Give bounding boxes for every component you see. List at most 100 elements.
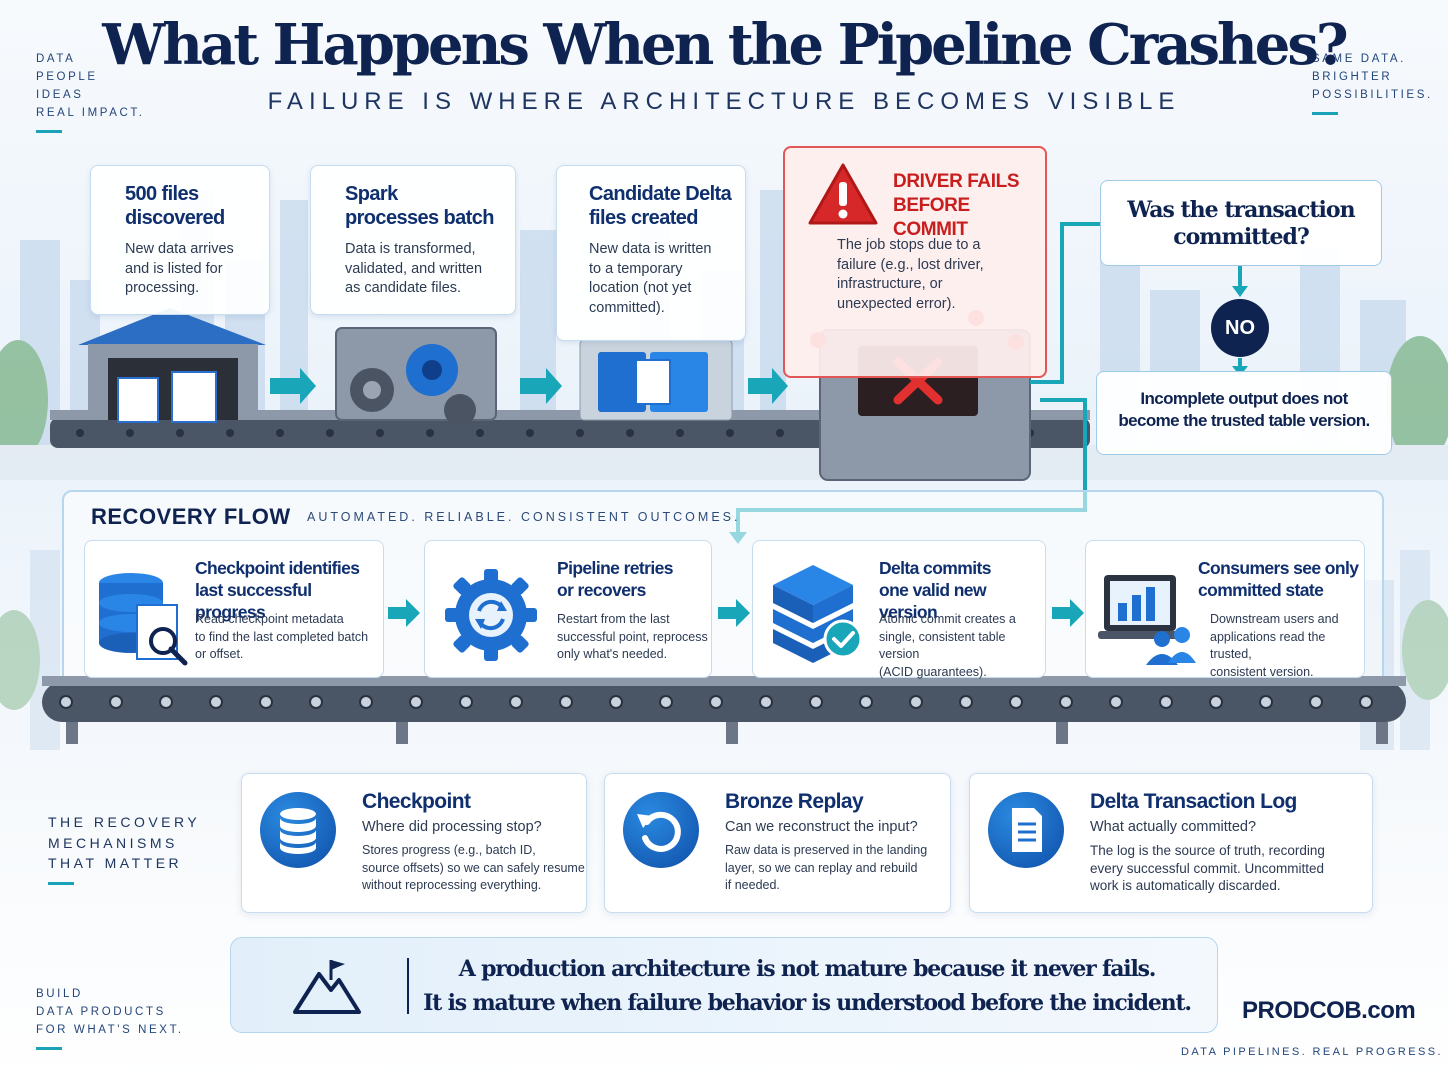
mechanism-title: Delta Transaction Log (1090, 790, 1297, 813)
step-title-line: discovered (125, 207, 225, 229)
recovery-step-title-line: one valid new version (879, 580, 987, 622)
mechanism-card-transaction-log: Delta Transaction Log What actually comm… (969, 773, 1373, 913)
corner-line: POSSIBILITIES. (1312, 89, 1433, 101)
replay-icon (623, 792, 699, 868)
step-title-line: files created (589, 207, 699, 229)
recovery-step-body-line: Read checkpoint metadata (195, 612, 344, 626)
recovery-step-body-line: Downstream users and (1210, 612, 1339, 626)
quote-line: A production architecture is not mature … (458, 956, 1157, 982)
database-icon (260, 792, 336, 868)
recovery-step-title-line: last successful progress (195, 580, 312, 622)
recovery-step-body-line: Restart from the last (557, 612, 670, 626)
mechanism-title: Checkpoint (362, 790, 471, 813)
question-line: Was the transaction (1127, 197, 1355, 223)
mechanisms-heading-line: MECHANISMS (48, 834, 178, 851)
corner-text-top-left: DATA PEOPLE IDEAS REAL IMPACT. (36, 50, 145, 133)
recovery-step-body-line: successful point, reprocess (557, 629, 708, 644)
corner-line: IDEAS (36, 89, 84, 101)
corner-line: PEOPLE (36, 71, 98, 83)
recovery-step-body-line: to find the last completed batch (195, 629, 369, 644)
failure-body-line: The job stops due to a (837, 237, 981, 253)
mechanism-body-line: without reprocessing everything. (362, 878, 542, 892)
dashboard-users-icon (1098, 575, 1196, 665)
corner-line: BUILD (36, 988, 83, 1000)
recovery-step-body-line: applications read the trusted, (1210, 629, 1326, 662)
mechanisms-heading: THE RECOVERY MECHANISMS THAT MATTER (48, 812, 200, 885)
recovery-step-title-line: committed state (1198, 580, 1324, 600)
step-body-line: New data is written (589, 241, 712, 257)
recovery-conveyor (42, 676, 1406, 744)
corner-text-top-right: SAME DATA. BRIGHTER POSSIBILITIES. (1312, 50, 1433, 115)
step-title-line: Candidate Delta (589, 183, 732, 205)
step-body-line: and is listed for (125, 260, 223, 277)
document-icon (988, 792, 1064, 868)
recovery-step-body-line: Atomic commit creates a (879, 612, 1016, 626)
corner-line: FOR WHAT'S NEXT. (36, 1024, 184, 1036)
mechanism-question: Where did processing stop? (362, 819, 542, 835)
corner-line: REAL IMPACT. (36, 107, 145, 119)
quote-divider (407, 958, 409, 1014)
arrow-right-icon (1052, 599, 1084, 627)
failure-body-line: failure (e.g., lost driver, (837, 256, 984, 273)
mechanism-card-checkpoint: Checkpoint Where did processing stop? St… (241, 773, 587, 913)
recovery-step-body-line: or offset. (195, 647, 244, 661)
mechanism-body-line: source offsets) so we can safely resume (362, 860, 585, 875)
no-badge: NO (1211, 299, 1269, 357)
failure-body-line: unexpected error). (837, 295, 956, 312)
driver-failure-card: DRIVER FAILS BEFORE COMMIT The job stops … (783, 146, 1047, 378)
recovery-step-body-line: only what's needed. (557, 647, 668, 661)
mechanism-question: Can we reconstruct the input? (725, 819, 918, 835)
accent-dash (36, 130, 62, 133)
mechanism-title: Bronze Replay (725, 790, 864, 813)
step-body-line: validated, and written (345, 260, 483, 277)
arrow-right-icon (388, 599, 420, 627)
delta-stack-check-icon (773, 565, 863, 663)
mechanism-card-bronze-replay: Bronze Replay Can we reconstruct the inp… (604, 773, 951, 913)
mechanism-body-line: The log is the source of truth, recordin… (1090, 843, 1325, 858)
step-body-line: Data is transformed, (345, 241, 476, 257)
step-title-line: processes batch (345, 207, 494, 229)
step-body-line: processing. (125, 280, 200, 296)
recovery-step-body-line: consistent version. (1210, 664, 1314, 679)
page-title: What Happens When the Pipeline Crashes? (102, 12, 1348, 78)
recovery-step-title-line: or recovers (557, 580, 646, 600)
recovery-step-title-line: Pipeline retries (557, 558, 673, 578)
step-body-line: to a temporary (589, 260, 683, 277)
mechanisms-heading-line: THE RECOVERY (48, 814, 201, 830)
step-body-line: as candidate files. (345, 280, 462, 296)
corner-text-bottom-left: BUILD DATA PRODUCTS FOR WHAT'S NEXT. (36, 985, 184, 1050)
step-body-line: New data arrives (125, 241, 234, 257)
failure-title-line: BEFORE COMMIT (893, 195, 970, 240)
corner-line: DATA (36, 53, 76, 65)
step-title-line: 500 files (125, 183, 199, 205)
mechanism-body-line: layer, so we can replay and rebuild (725, 860, 918, 875)
corner-line: DATA PRODUCTS (36, 1006, 166, 1018)
accent-dash (1312, 112, 1338, 115)
recovery-step-title-line: Delta commits (879, 558, 991, 578)
mechanism-body-line: Stores progress (e.g., batch ID, (362, 843, 536, 857)
recovery-step-body-line: single, consistent table version (879, 629, 1006, 662)
failure-body-line: infrastructure, or (837, 276, 943, 292)
outcome-line: Incomplete output does not (1140, 389, 1348, 408)
question-line: committed? (1173, 224, 1310, 250)
brand-tagline: DATA PIPELINES. REAL PROGRESS. (1181, 1046, 1443, 1058)
database-search-icon (99, 573, 188, 666)
mechanism-body-line: Raw data is preserved in the landing (725, 843, 928, 857)
page-subtitle: FAILURE IS WHERE ARCHITECTURE BECOMES VI… (267, 88, 1181, 115)
recovery-flow-title: RECOVERY FLOW (91, 504, 291, 529)
mountain-flag-icon (293, 960, 361, 1014)
brand-logo[interactable]: PRODCOB.com (1242, 997, 1416, 1024)
mechanism-question: What actually committed? (1090, 819, 1257, 835)
step-title-line: Spark (345, 183, 398, 205)
failure-title-line: DRIVER FAILS (893, 171, 1020, 192)
recovery-step-title-line: Consumers see only (1198, 558, 1359, 578)
closing-quote-banner: A production architecture is not mature … (230, 937, 1218, 1033)
